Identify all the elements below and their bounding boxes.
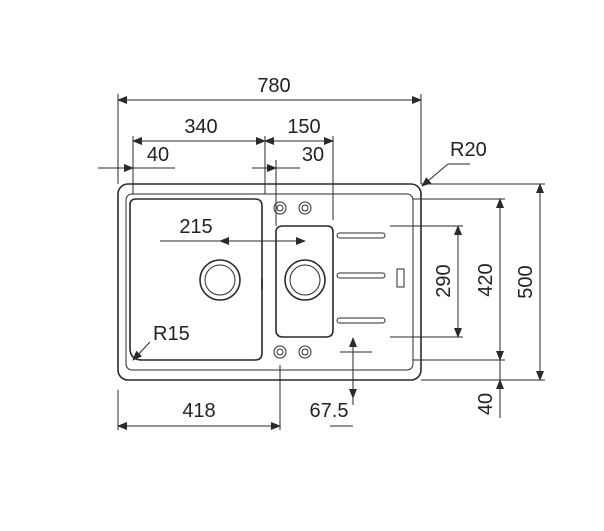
small-bowl (275, 225, 334, 338)
label-bowl-center-spacing: 215 (179, 216, 212, 238)
label-waste-offset: 67.5 (310, 400, 349, 422)
outer-rim (117, 183, 422, 381)
leader-r15 (132, 341, 151, 361)
leader-r20 (421, 163, 449, 187)
inner-rim (125, 193, 414, 371)
drainer-slot (396, 268, 405, 288)
label-corner-radius-bowl: R15 (153, 323, 190, 345)
label-bowl-offset: 340 (184, 116, 217, 138)
tap-holes (261, 201, 312, 359)
drainer-groove (336, 232, 386, 239)
label-drainer-length: 290 (433, 264, 455, 297)
label-overall-width: 780 (257, 75, 290, 97)
label-bowl-width: 418 (182, 400, 215, 422)
drainer-groove (336, 317, 386, 324)
main-bowl (129, 198, 263, 361)
label-divider-gap: 30 (302, 144, 324, 166)
label-bowl-depth: 420 (475, 263, 497, 296)
label-bottom-margin: 40 (475, 393, 497, 415)
label-overall-depth: 500 (515, 265, 537, 298)
sink-outline (117, 183, 422, 381)
dimension-lines (98, 96, 544, 430)
drainer-grooves (336, 232, 405, 324)
main-bowl-waste (199, 259, 241, 301)
label-drainer-offset: 150 (287, 116, 320, 138)
label-corner-radius-outer: R20 (450, 139, 487, 161)
label-left-margin: 40 (147, 144, 169, 166)
drainer-groove (336, 272, 386, 279)
small-bowl-waste (284, 259, 326, 301)
